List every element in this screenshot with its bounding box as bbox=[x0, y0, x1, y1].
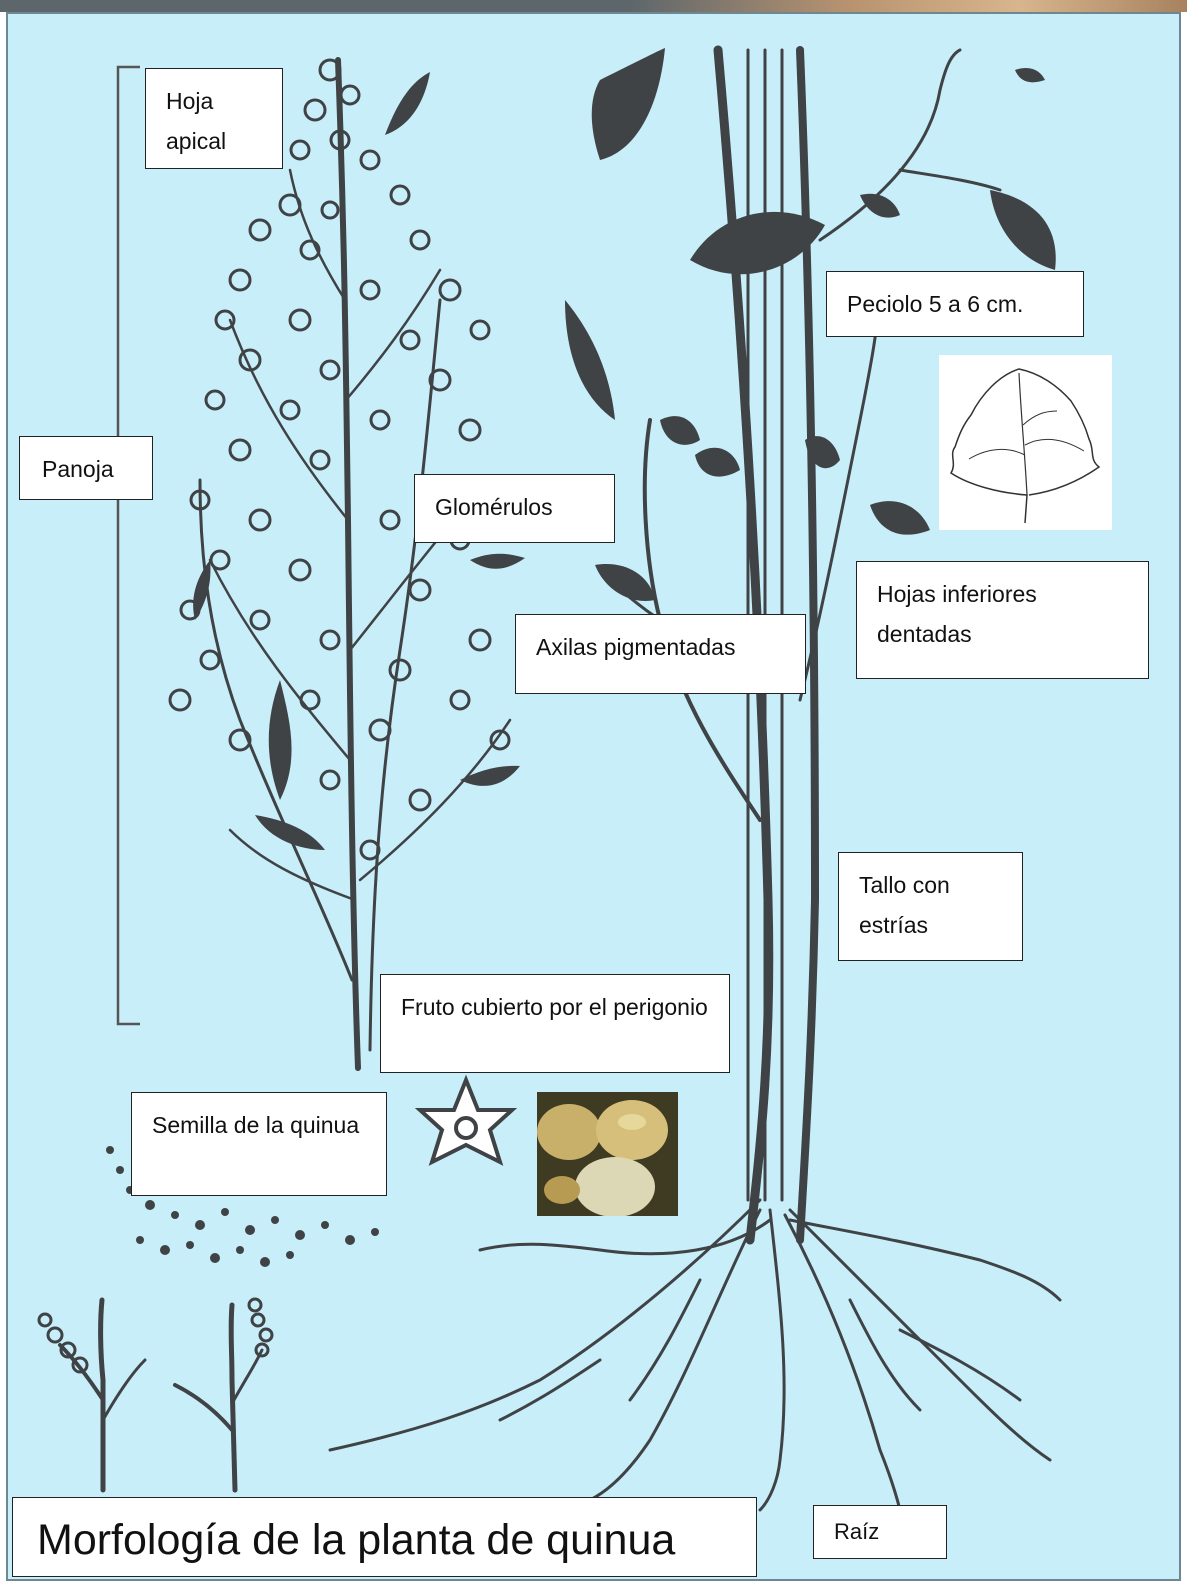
leaf-outline-icon bbox=[939, 355, 1112, 530]
leaf-outline-inset bbox=[939, 355, 1112, 530]
label-hoja-apical: Hoja apical bbox=[145, 68, 283, 169]
perigonium-flower bbox=[420, 1080, 512, 1162]
panicle-bracket bbox=[118, 67, 140, 1024]
roots bbox=[330, 1200, 1060, 1510]
label-axilas: Axilas pigmentadas bbox=[515, 614, 806, 694]
label-raiz: Raíz bbox=[813, 1505, 947, 1559]
label-hojas-inferiores: Hojas inferiores dentadas bbox=[856, 561, 1149, 679]
label-semilla: Semilla de la quinua bbox=[131, 1092, 387, 1196]
label-glomerulos: Glomérulos bbox=[414, 474, 615, 543]
left-plant bbox=[200, 60, 510, 1068]
label-panoja: Panoja bbox=[19, 436, 153, 500]
label-peciolo: Peciolo 5 a 6 cm. bbox=[826, 271, 1084, 337]
inflorescence-details bbox=[39, 1299, 272, 1490]
label-tallo: Tallo con estrías bbox=[838, 852, 1023, 961]
seed-photo-image bbox=[537, 1092, 678, 1216]
page-title: Morfología de la planta de quinua bbox=[12, 1497, 757, 1577]
quinoa-seed-photo bbox=[537, 1092, 678, 1216]
label-fruto: Fruto cubierto por el perigonio bbox=[380, 974, 730, 1073]
